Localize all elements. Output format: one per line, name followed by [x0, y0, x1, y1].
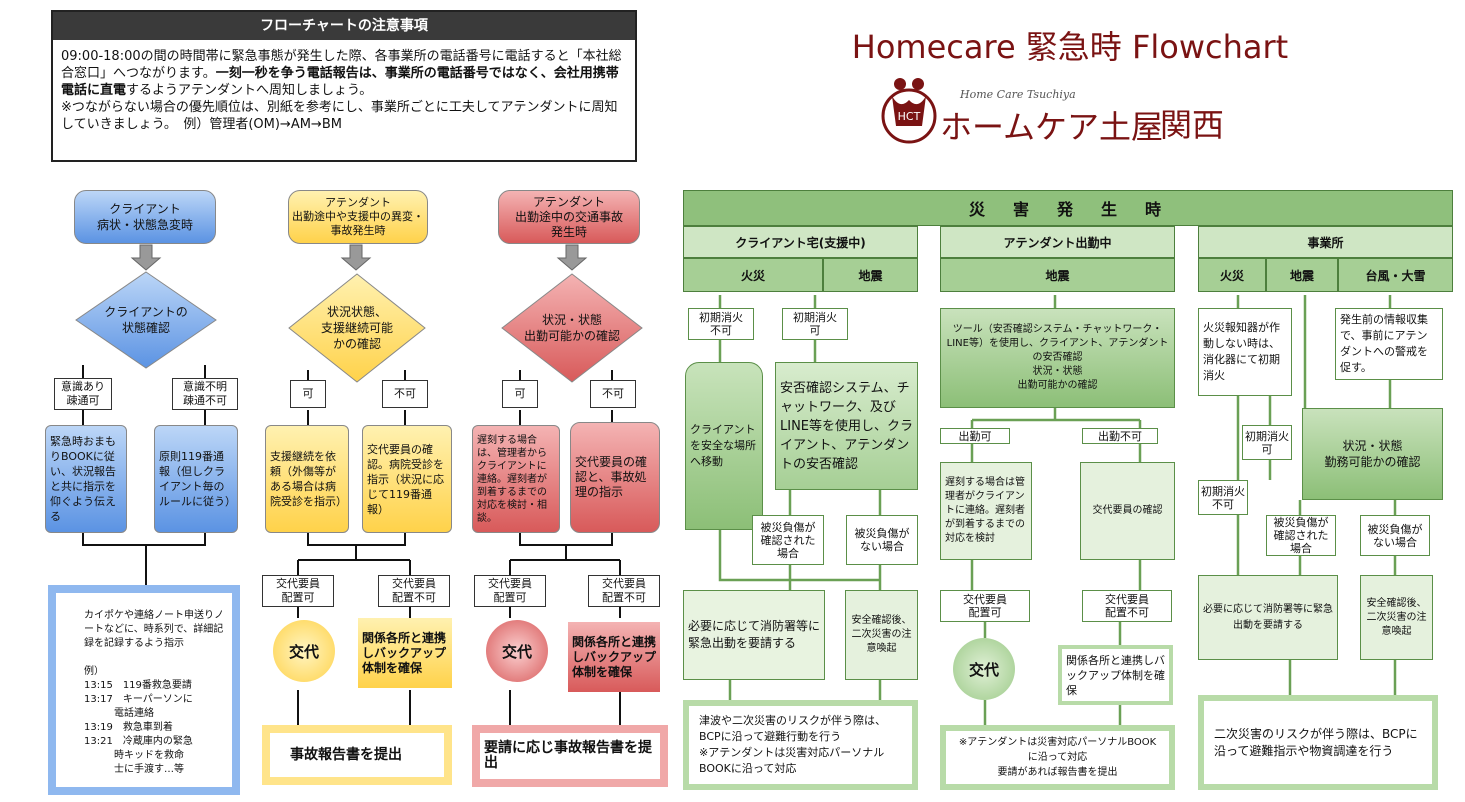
- client-home-head: クライアント宅(支援中): [683, 226, 918, 258]
- omamori-book-box: 緊急時おまもりBOOKに従い、状況報告と共に指示を仰ぐよう伝える: [45, 425, 127, 533]
- late-contact-box: 遅刻する場合は、管理者からクライアントに連絡。遅刻者が到着するまでの対応を検討・…: [472, 425, 560, 533]
- col3-yes-label: 可: [502, 380, 538, 408]
- conscious-label: 意識あり 疎通可: [54, 378, 112, 410]
- continue-support-box: 支援継続を依頼（外傷等がある場合は病院受診を指示）: [265, 425, 349, 533]
- col2-yes-label: 可: [290, 380, 326, 408]
- commute-quake: 地震: [940, 258, 1175, 292]
- office-injured-label: 被災負傷が 確認された 場合: [1266, 515, 1336, 556]
- client-home-bottom: 津波や二次災害のリスクが伴う際は、BCPに沿って避難行動を行う ※アテンダントは…: [683, 700, 918, 790]
- traffic-accident-node: アテンダント 出勤途中の交通事故 発生時: [498, 190, 640, 244]
- notice-title: フローチャートの注意事項: [53, 12, 635, 40]
- commute-bottom: ※アテンダントは災害対応パーソナルBOOKに沿って対応 要請があれば報告書を提出: [940, 725, 1175, 790]
- col2-backup-box: 関係各所と連携しバックアップ体制を確保: [358, 618, 452, 688]
- disaster-title: 災 害 発 生 時: [683, 190, 1453, 226]
- col2-sub-yes: 交代要員 配置可: [262, 575, 334, 607]
- office-not-injured-label: 被災負傷が ない場合: [1360, 515, 1430, 556]
- col2-accident-report: 事故報告書を提出: [262, 725, 452, 785]
- client-status-diamond: [75, 271, 217, 369]
- commute-sub-yes: 交代要員 配置可: [940, 590, 1030, 622]
- office-storm-box: 発生前の情報収集で、事前にアテンダントへの警戒を促す。: [1335, 308, 1443, 380]
- office-head: 事業所: [1198, 226, 1453, 258]
- commute-replacement-box: 交代要員の確認: [1080, 462, 1175, 560]
- notice-line1: 09:00-18:00の間の時間帯に緊急事態が発生した際、各事業所の電話番号に電…: [61, 49, 622, 81]
- office-bottom: 二次災害のリスクが伴う際は、BCPに沿って避難指示や物資調達を行う: [1198, 695, 1438, 790]
- col3-no-label: 不可: [590, 380, 636, 408]
- commute-can-label: 出勤可: [940, 428, 1010, 444]
- brand-region: 関西: [1160, 106, 1225, 144]
- office-after-box: 安全確認後、二次災害の注意喚起: [1360, 575, 1433, 660]
- client-quake-label: 初期消火 可: [782, 308, 848, 340]
- brand-tagline: Home Care Tsuchiya: [960, 88, 1076, 101]
- notice-body: 09:00-18:00の間の時間帯に緊急事態が発生した際、各事業所の電話番号に電…: [61, 48, 629, 133]
- client-home-quake: 地震: [823, 258, 918, 292]
- client-not-injured-label: 被災負傷が ない場合: [846, 515, 918, 565]
- client-fire-dept-box: 必要に応じて消防署等に緊急出動を要請する: [683, 590, 825, 680]
- continue-check-diamond: [288, 273, 426, 383]
- unconscious-label: 意識不明 疎通不可: [172, 378, 238, 410]
- office-fire-dept-box: 必要に応じて消防署等に緊急出動を要請する: [1198, 575, 1338, 660]
- commute-tool-box: ツール（安否確認システム・チャットワーク・LINE等）を使用し、クライアント、ア…: [940, 308, 1175, 408]
- record-instruction-box: カイポケや連絡ノート申送りノートなどに、時系列で、詳細記録を記録するよう指示 例…: [48, 585, 240, 795]
- col3-report-request: 要請に応じ事故報告書を提出: [472, 725, 668, 787]
- commute-backup-box: 関係各所と連携しバックアップ体制を確保: [1058, 645, 1173, 705]
- commute-late-box: 遅刻する場合は管理者がクライアントに連絡。遅刻者が到着するまでの対応を検討: [940, 462, 1032, 560]
- brand-name: ホームケア土屋: [940, 108, 1164, 146]
- call-119-box: 原則119番通報（但しクライアント毎のルールに従う）: [154, 425, 238, 533]
- commute-sub-no: 交代要員 配置不可: [1082, 590, 1172, 622]
- office-can-label: 初期消火 可: [1242, 425, 1292, 460]
- commute-check-diamond: [501, 273, 643, 383]
- page-title: Homecare 緊急時 Flowchart: [851, 28, 1289, 66]
- notice-line1-bold: 一刻一秒を争う電話報告は、事業所の電話番号ではなく、会社用携帯電話に直電: [61, 66, 619, 98]
- office-storm: 台風・大雪: [1338, 258, 1453, 292]
- client-injured-label: 被災負傷が 確認された 場合: [752, 515, 824, 565]
- office-cannot-label: 初期消火 不可: [1198, 480, 1248, 515]
- commute-swap-circle: 交代: [953, 638, 1015, 700]
- office-fire: 火災: [1198, 258, 1266, 292]
- notice-line1-tail: するようアテンダントへ周知しましょう。: [126, 83, 373, 98]
- client-after-box: 安全確認後、二次災害の注意喚起: [845, 590, 918, 680]
- col3-sub-yes: 交代要員 配置可: [474, 575, 546, 607]
- notice-box: フローチャートの注意事項 09:00-18:00の間の時間帯に緊急事態が発生した…: [51, 10, 637, 162]
- client-home-fire: 火災: [683, 258, 823, 292]
- commute-head: アテンダント出勤中: [940, 226, 1175, 258]
- notice-line2: ※つながらない場合の優先順位は、別紙を参考にし、事業所ごとに工夫してアテンダント…: [61, 100, 618, 132]
- col2-swap-circle: 交代: [273, 620, 335, 682]
- continue-check-label: 状況状態、 支援継続可能 かの確認: [320, 305, 393, 351]
- commute-check-label: 状況・状態 出勤可能かの確認: [523, 313, 620, 343]
- commute-cannot-label: 出勤不可: [1082, 428, 1158, 444]
- replacement-check-box: 交代要員の確認。病院受診を指示（状況に応じて119番通報）: [362, 425, 452, 533]
- col2-sub-no: 交代要員 配置不可: [378, 575, 450, 607]
- client-sudden-change-node: クライアント 病状・状態急変時: [74, 190, 216, 244]
- office-status-box: 状況・状態 勤務可能かの確認: [1302, 408, 1443, 500]
- replacement-accident-box: 交代要員の確認と、事故処理の指示: [570, 422, 660, 533]
- client-status-label: クライアントの 状態確認: [104, 305, 188, 335]
- client-safety-check-box: 安否確認システム、チャットワーク、及びLINE等を使用し、クライアント、アテンダ…: [775, 362, 918, 490]
- move-client-box: クライアントを安全な場所へ移動: [685, 362, 763, 530]
- col3-swap-circle: 交代: [486, 620, 548, 682]
- col2-no-label: 不可: [382, 380, 428, 408]
- homecare-logo-icon: HCT: [881, 78, 937, 144]
- attendant-incident-node: アテンダント 出勤途中や支援中の異変・ 事故発生時: [288, 190, 428, 244]
- office-quake: 地震: [1266, 258, 1338, 292]
- client-fire-label: 初期消火 不可: [688, 308, 754, 340]
- svg-text:HCT: HCT: [898, 110, 921, 123]
- col3-sub-no: 交代要員 配置不可: [588, 575, 660, 607]
- col3-backup-box: 関係各所と連携しバックアップ体制を確保: [568, 622, 660, 692]
- office-fire-box: 火災報知器が作動しない時は、消化器にて初期消火: [1198, 308, 1292, 396]
